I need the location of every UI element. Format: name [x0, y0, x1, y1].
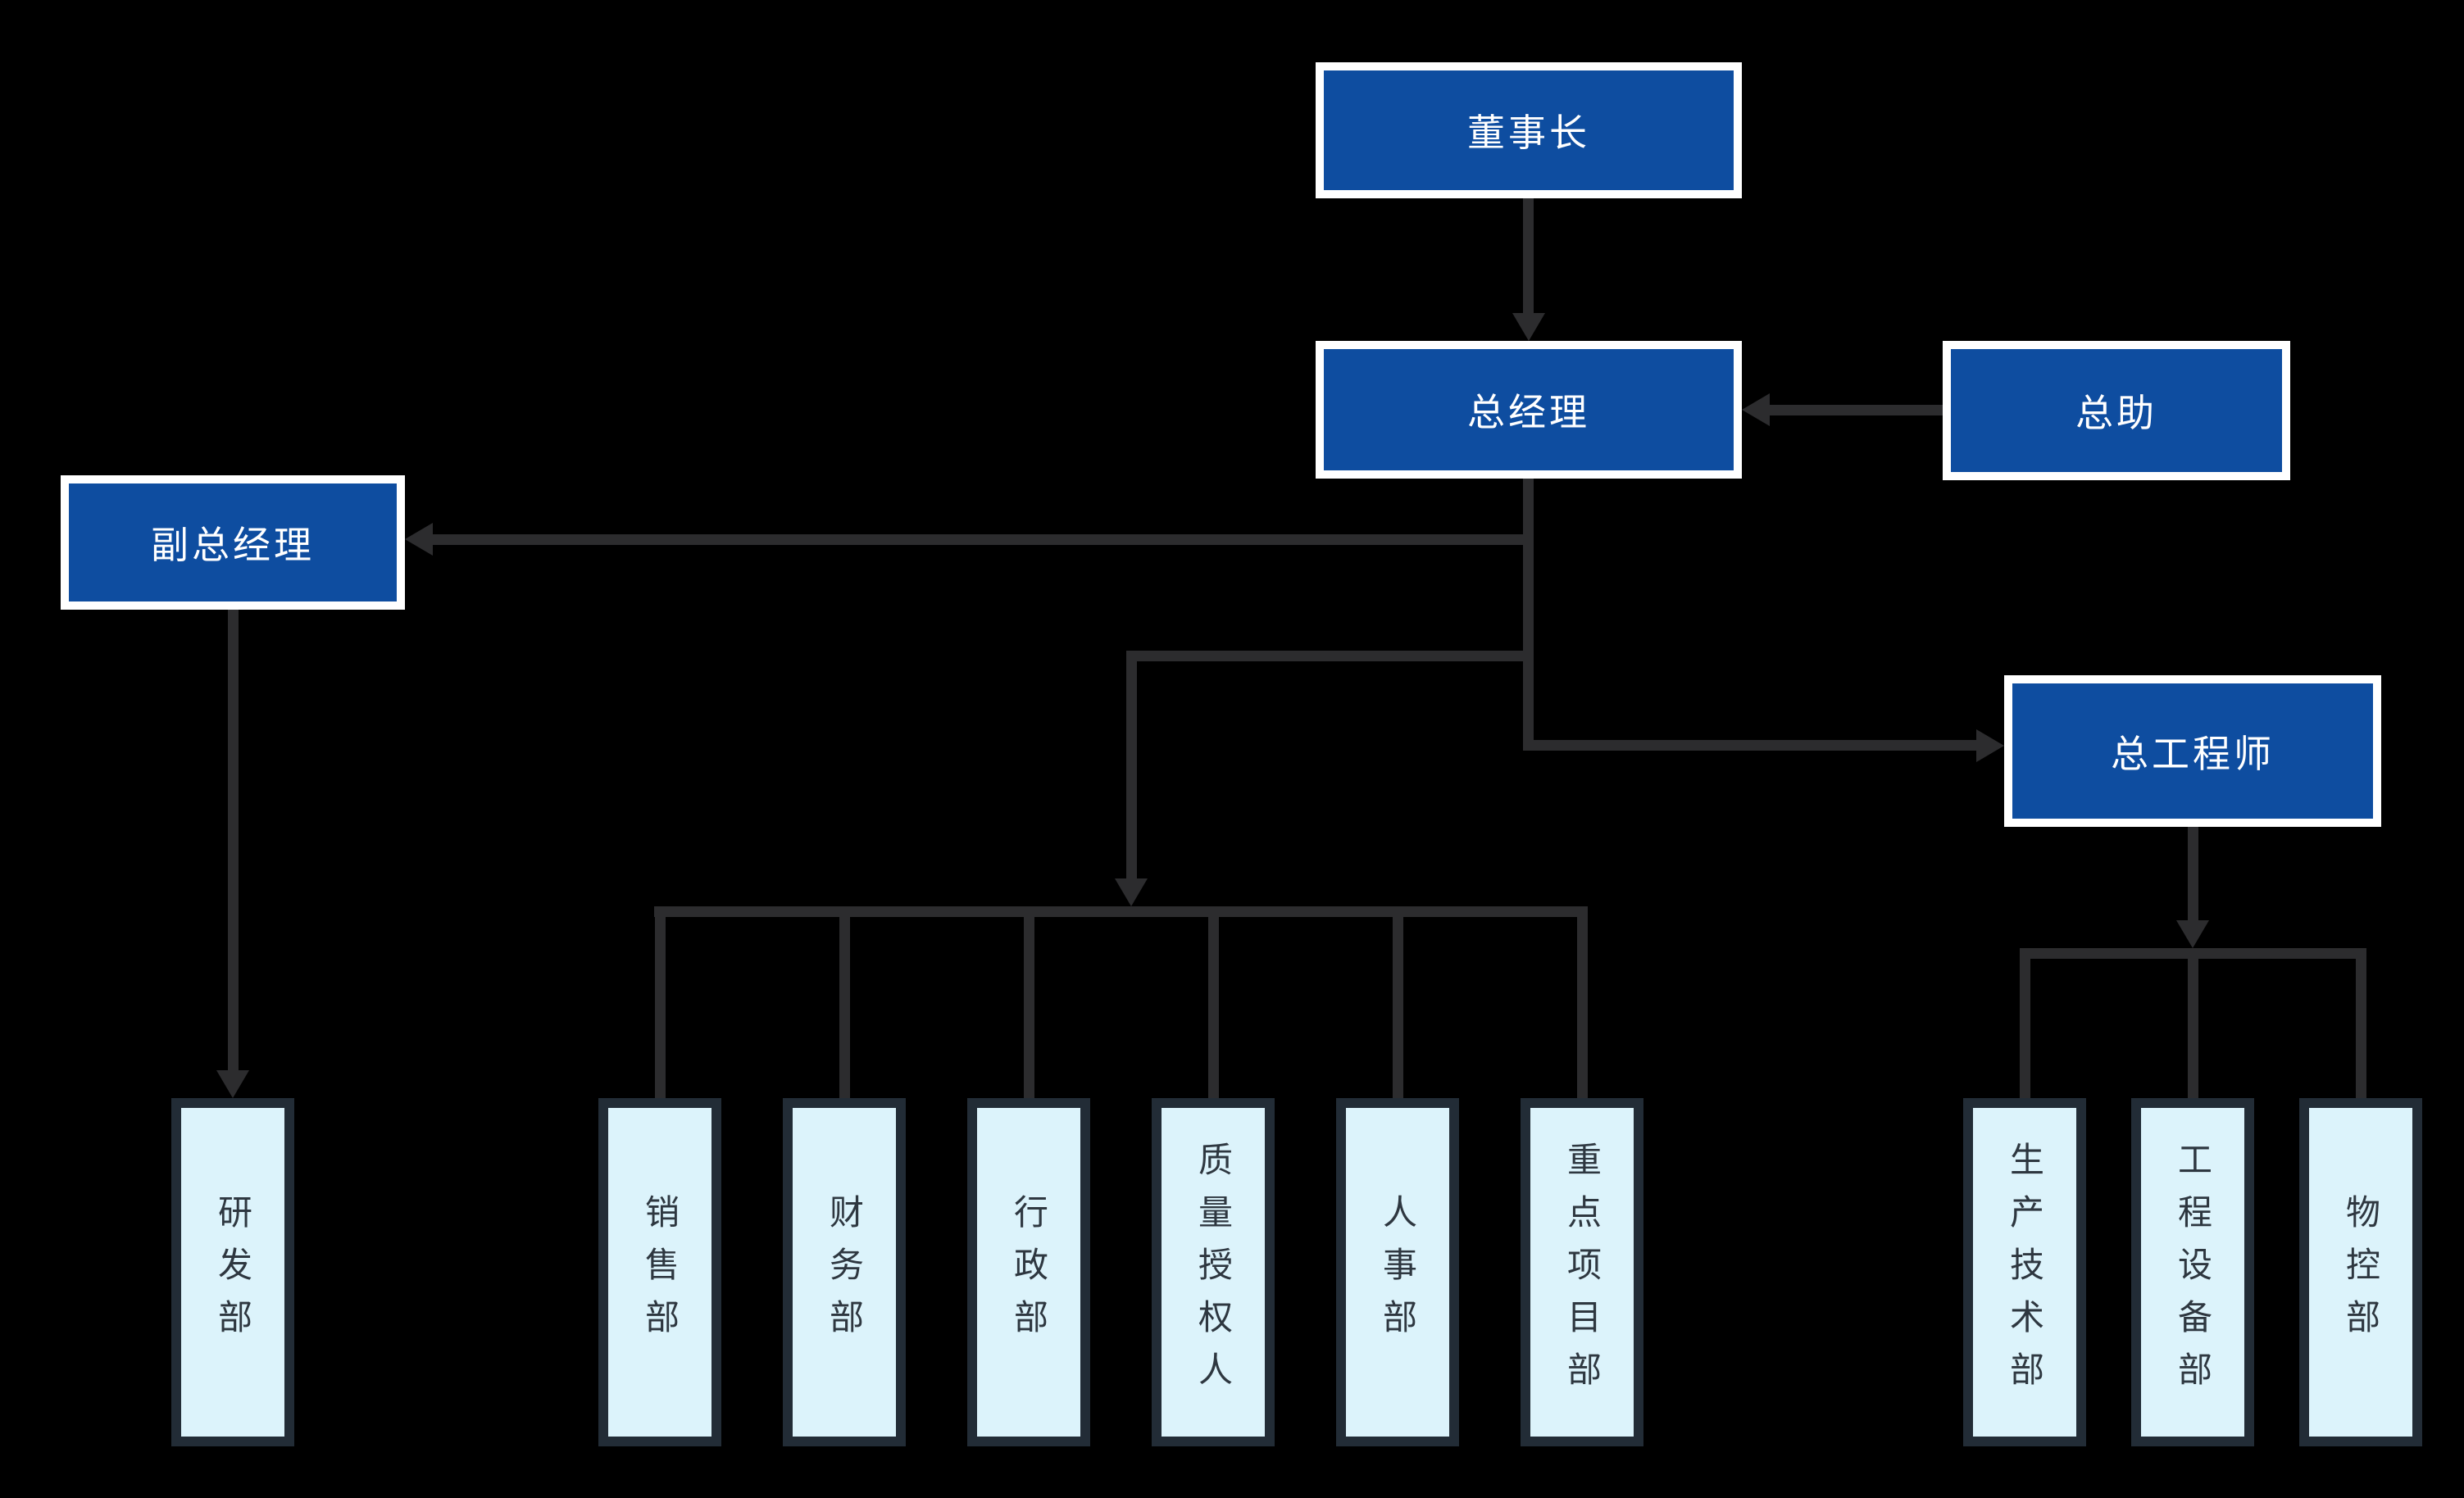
connector-ga-gm — [1770, 405, 1943, 415]
arrowhead-into-dgm — [405, 523, 433, 556]
drop-material-control — [2356, 948, 2366, 1098]
arrowhead-into-rd — [216, 1070, 249, 1098]
connector-gm-main-drop — [1523, 479, 1534, 751]
arrowhead-into-rightbus — [2176, 920, 2209, 948]
node-chairman-label: 董事长 — [1467, 111, 1590, 154]
node-admin-dept-label: 行政部 — [1009, 1193, 1048, 1351]
node-admin-dept[interactable]: 行政部 — [967, 1098, 1090, 1446]
node-production-tech-dept[interactable]: 生产技术部 — [1963, 1098, 2086, 1446]
node-material-control-dept-label: 物控部 — [2341, 1193, 2380, 1351]
connector-chairman-gm — [1523, 198, 1534, 313]
arrowhead-into-ce — [1976, 729, 2004, 762]
drop-key-projects — [1577, 906, 1588, 1098]
node-engineering-equipment-dept[interactable]: 工程设备部 — [2131, 1098, 2254, 1446]
node-engineering-equipment-dept-label: 工程设备部 — [2173, 1141, 2212, 1404]
node-key-projects-dept-label: 重点项目部 — [1562, 1141, 1602, 1404]
node-finance-dept-label: 财务部 — [825, 1193, 864, 1351]
node-sales-dept[interactable]: 销售部 — [598, 1098, 721, 1446]
node-sales-dept-label: 销售部 — [640, 1193, 680, 1351]
node-material-control-dept[interactable]: 物控部 — [2299, 1098, 2422, 1446]
connector-ce-rightbus — [2188, 827, 2198, 920]
node-deputy-general-manager-label: 副总经理 — [151, 524, 315, 566]
drop-finance — [839, 906, 850, 1098]
drop-production-tech — [2020, 948, 2030, 1098]
connector-gm-midbus-v — [1126, 651, 1137, 878]
node-hr-dept-label: 人事部 — [1378, 1193, 1417, 1351]
node-rd-dept-label: 研发部 — [213, 1193, 252, 1351]
node-deputy-general-manager[interactable]: 副总经理 — [61, 475, 405, 610]
node-general-manager[interactable]: 总经理 — [1316, 341, 1742, 479]
drop-quality — [1208, 906, 1219, 1098]
node-hr-dept[interactable]: 人事部 — [1336, 1098, 1459, 1446]
node-finance-dept[interactable]: 财务部 — [783, 1098, 906, 1446]
connector-dgm-rd — [228, 610, 239, 1070]
node-chief-engineer[interactable]: 总工程师 — [2004, 675, 2381, 827]
node-general-assistant[interactable]: 总助 — [1943, 341, 2290, 480]
midbus — [654, 906, 1588, 917]
drop-engineering-equipment — [2188, 948, 2198, 1098]
node-chairman[interactable]: 董事长 — [1316, 62, 1742, 198]
connector-gm-ce — [1523, 740, 1976, 751]
node-general-assistant-label: 总助 — [2075, 392, 2157, 434]
node-production-tech-dept-label: 生产技术部 — [2005, 1141, 2044, 1404]
node-quality-authorized-person[interactable]: 质量授权人 — [1152, 1098, 1275, 1446]
node-general-manager-label: 总经理 — [1467, 391, 1590, 434]
node-chief-engineer-label: 总工程师 — [2111, 732, 2275, 775]
node-quality-authorized-person-label: 质量授权人 — [1193, 1141, 1233, 1404]
connector-gm-dgm — [433, 534, 1534, 545]
drop-sales — [655, 906, 666, 1098]
arrowhead-into-gm-right — [1742, 393, 1770, 426]
node-rd-dept[interactable]: 研发部 — [171, 1098, 294, 1446]
node-key-projects-dept[interactable]: 重点项目部 — [1521, 1098, 1643, 1446]
drop-hr — [1393, 906, 1403, 1098]
drop-admin — [1024, 906, 1034, 1098]
connector-gm-midbus-h — [1126, 651, 1534, 661]
arrowhead-into-midbus — [1115, 878, 1148, 906]
arrowhead-into-gm-top — [1512, 313, 1545, 341]
